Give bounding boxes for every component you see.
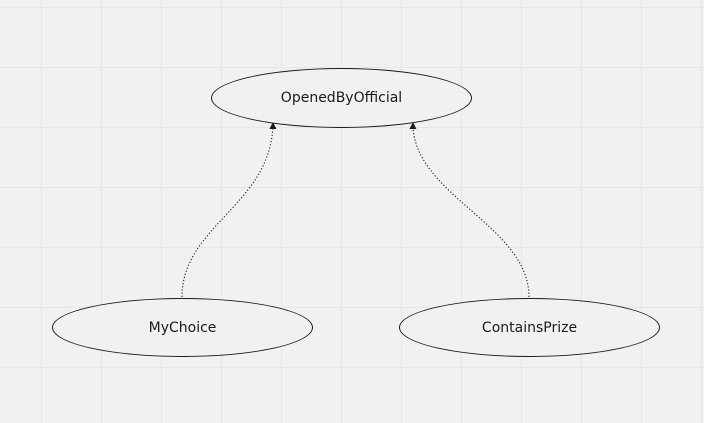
node-openedbyofficial[interactable]: OpenedByOfficial [211, 68, 472, 128]
node-label: MyChoice [148, 319, 217, 336]
node-label: OpenedByOfficial [280, 90, 403, 106]
node-mychoice[interactable]: MyChoice [52, 298, 313, 357]
edge-containsprize-to-openedbyofficial[interactable] [409, 122, 530, 298]
node-containsprize[interactable]: ContainsPrize [399, 298, 660, 357]
node-label: ContainsPrize [481, 319, 578, 336]
edge-mychoice-to-openedbyofficial[interactable] [181, 122, 277, 298]
